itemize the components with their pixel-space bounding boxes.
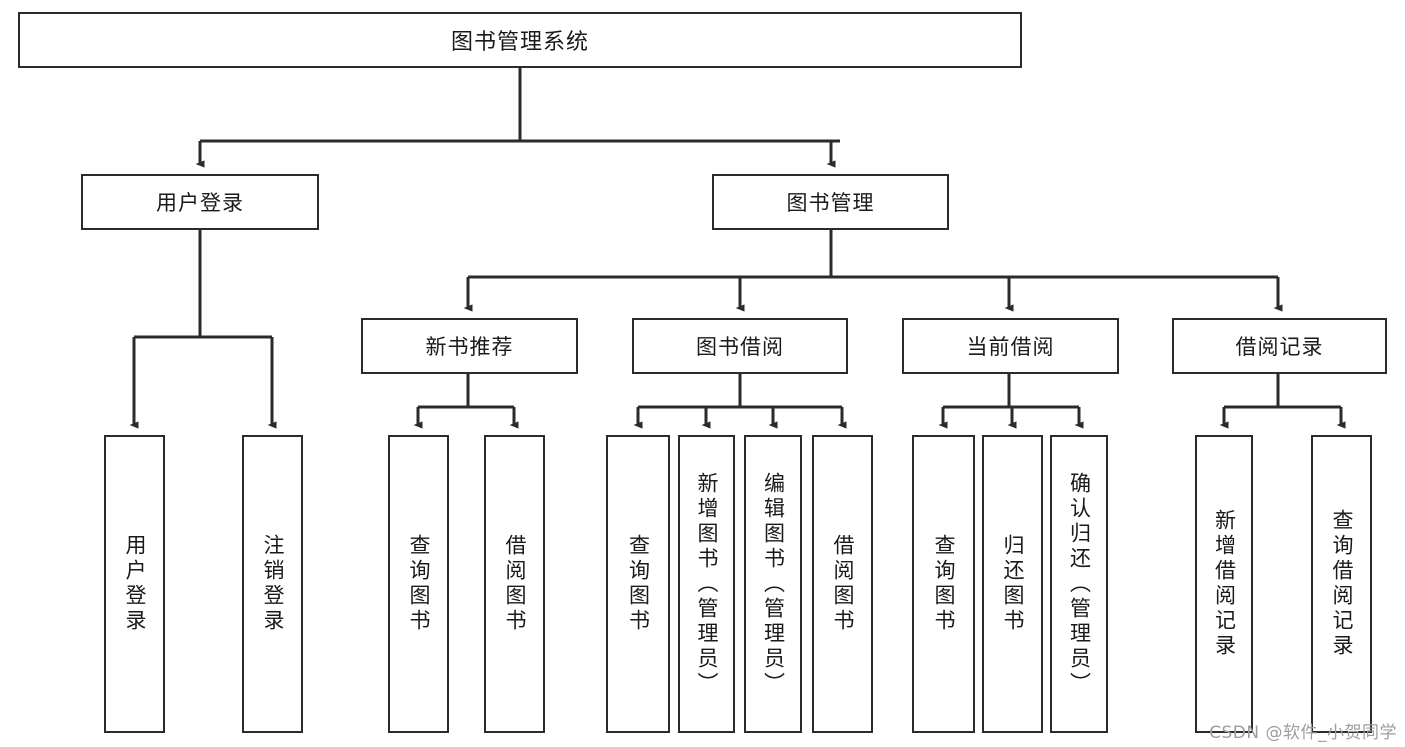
- node-leaf-borrow-book-1-label: 借阅图书: [503, 534, 527, 634]
- node-leaf-confirm-return-admin-label: 确认归还（管理员）: [1067, 471, 1092, 697]
- node-leaf-user-login-label: 用户登录: [123, 534, 147, 634]
- node-leaf-query-book-2[interactable]: 查询图书: [606, 435, 670, 733]
- node-leaf-return-book-label: 归还图书: [1001, 534, 1025, 634]
- node-leaf-query-book-3-label: 查询图书: [932, 534, 956, 634]
- node-root-label: 图书管理系统: [450, 30, 589, 55]
- node-leaf-query-book-1-label: 查询图书: [407, 534, 431, 634]
- node-new-book-recommend-label: 新书推荐: [425, 335, 514, 359]
- node-leaf-add-book-admin[interactable]: 新增图书（管理员）: [678, 435, 735, 733]
- node-leaf-edit-book-admin[interactable]: 编辑图书（管理员）: [744, 435, 802, 733]
- node-leaf-query-borrow-record-label: 查询借阅记录: [1330, 509, 1354, 659]
- node-user-login[interactable]: 用户登录: [81, 174, 319, 230]
- node-current-borrow-label: 当前借阅: [966, 335, 1055, 359]
- node-book-borrow-label: 图书借阅: [696, 335, 784, 359]
- node-borrow-record[interactable]: 借阅记录: [1172, 318, 1387, 374]
- csdn-watermark: CSDN @软件_小贺同学: [1209, 723, 1397, 743]
- node-leaf-return-book[interactable]: 归还图书: [982, 435, 1043, 733]
- node-user-login-label: 用户登录: [156, 191, 244, 215]
- node-book-borrow[interactable]: 图书借阅: [632, 318, 848, 374]
- node-current-borrow[interactable]: 当前借阅: [902, 318, 1119, 374]
- node-leaf-borrow-book-1[interactable]: 借阅图书: [484, 435, 545, 733]
- node-leaf-query-book-3[interactable]: 查询图书: [912, 435, 975, 733]
- node-leaf-add-book-admin-label: 新增图书（管理员）: [695, 471, 719, 697]
- node-leaf-add-borrow-record[interactable]: 新增借阅记录: [1195, 435, 1253, 733]
- node-new-book-recommend[interactable]: 新书推荐: [361, 318, 578, 374]
- node-leaf-user-login[interactable]: 用户登录: [104, 435, 165, 733]
- node-leaf-borrow-book-2[interactable]: 借阅图书: [812, 435, 873, 733]
- node-leaf-edit-book-admin-label: 编辑图书（管理员）: [761, 471, 786, 697]
- node-leaf-logout-login-label: 注销登录: [261, 534, 285, 634]
- node-borrow-record-label: 借阅记录: [1235, 335, 1324, 359]
- node-leaf-borrow-book-2-label: 借阅图书: [831, 534, 855, 634]
- node-leaf-add-borrow-record-label: 新增借阅记录: [1212, 509, 1237, 659]
- node-root[interactable]: 图书管理系统: [18, 12, 1022, 68]
- node-leaf-logout-login[interactable]: 注销登录: [242, 435, 303, 733]
- node-book-manage[interactable]: 图书管理: [712, 174, 949, 230]
- node-leaf-query-borrow-record[interactable]: 查询借阅记录: [1311, 435, 1372, 733]
- node-book-manage-label: 图书管理: [786, 191, 875, 215]
- node-leaf-query-book-1[interactable]: 查询图书: [388, 435, 449, 733]
- node-leaf-confirm-return-admin[interactable]: 确认归还（管理员）: [1050, 435, 1108, 733]
- node-leaf-query-book-2-label: 查询图书: [626, 534, 651, 634]
